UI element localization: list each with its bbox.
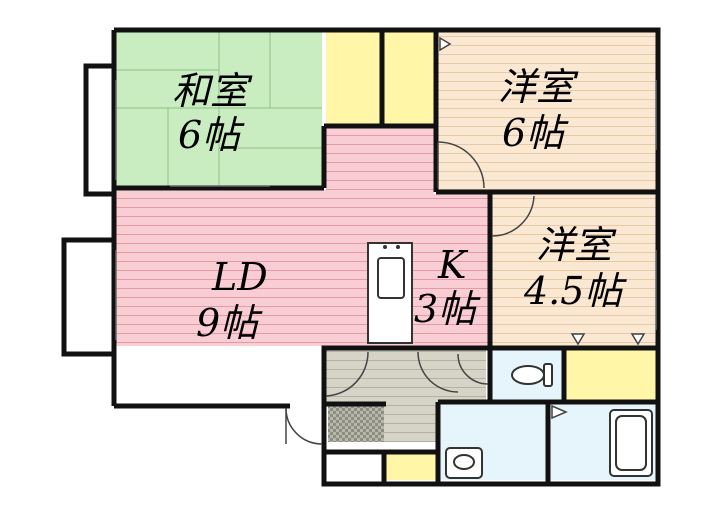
hall-floor (384, 404, 436, 442)
washitsu-size: 6帖 (178, 113, 245, 157)
yoshitsu-mid-floor (490, 194, 656, 346)
closet-2 (384, 32, 436, 124)
balcony-top (83, 63, 116, 197)
bathtub-icon (609, 409, 653, 477)
toilet-icon (511, 363, 553, 387)
shoe-closet (386, 454, 436, 480)
yoshitsu-top-size: 6帖 (502, 111, 569, 155)
washitsu-name: 和室 (172, 69, 253, 113)
yoshitsu-mid-name: 洋室 (536, 223, 617, 267)
door-swings (285, 36, 646, 445)
kitchen-size: 3帖 (414, 287, 481, 331)
sink (377, 257, 405, 299)
balcony-top-inner (92, 70, 110, 190)
entry-floor (326, 350, 486, 404)
storage-white (326, 454, 384, 480)
wash-basin-icon (445, 447, 483, 479)
yoshitsu-top-floor (438, 32, 656, 190)
closet-3 (566, 350, 656, 400)
ld-size: 9帖 (196, 301, 263, 345)
yoshitsu-top-name: 洋室 (498, 65, 579, 109)
stove-knob (396, 245, 400, 249)
closet-1 (326, 32, 380, 124)
balcony-bottom (61, 237, 116, 357)
window-marks (115, 80, 657, 340)
kitchen-name: K (437, 243, 469, 287)
sink-drain (383, 245, 387, 249)
tatami-lines (116, 32, 322, 186)
walls (111, 27, 661, 487)
ld-name: LD (211, 255, 268, 299)
genkan-tile (328, 406, 384, 442)
yoshitsu-mid-size: 4.5帖 (523, 269, 627, 313)
